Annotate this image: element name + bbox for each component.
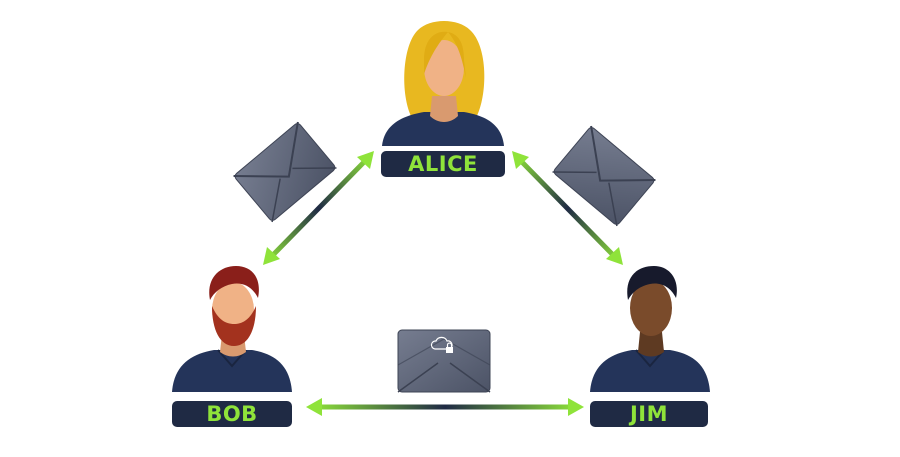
- cloud-lock-icon: [430, 336, 453, 353]
- person-jim-avatar: [590, 266, 710, 392]
- name-label-bob: BOB: [172, 401, 292, 427]
- envelope-icon: [552, 125, 656, 227]
- person-bob-avatar: [172, 266, 292, 392]
- arrow-bob-jim: [306, 398, 584, 416]
- name-label-jim: JIM: [590, 401, 708, 427]
- arrow-alice-bob: [263, 151, 374, 265]
- envelope-icon: [233, 121, 337, 223]
- person-alice-avatar: [382, 21, 504, 146]
- arrow-alice-jim: [512, 151, 623, 265]
- envelope-with-cloud-lock-icon: [397, 329, 491, 393]
- name-label-alice: ALICE: [381, 151, 505, 177]
